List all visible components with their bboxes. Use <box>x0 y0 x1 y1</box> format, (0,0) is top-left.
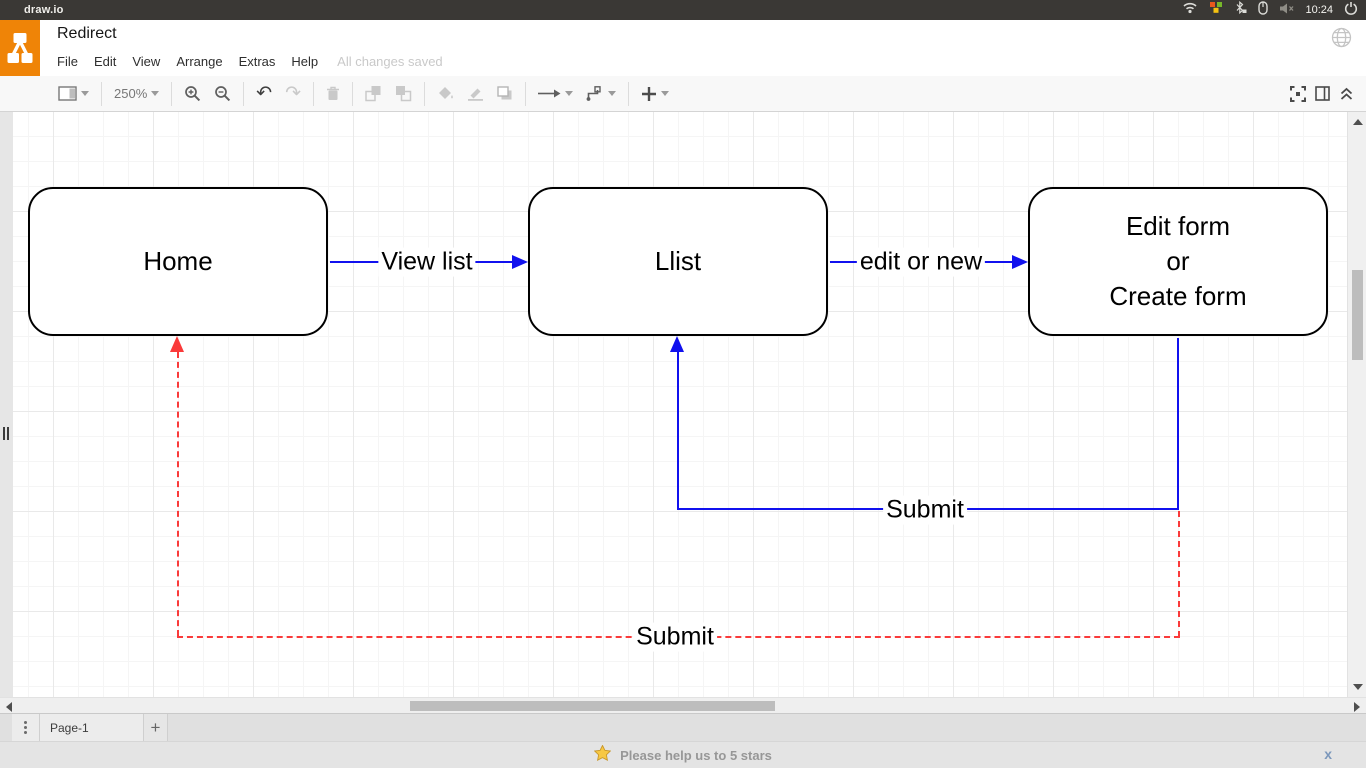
edge-submit-blue[interactable] <box>1177 338 1179 510</box>
panel-resize-grip[interactable] <box>3 427 9 440</box>
vertical-dots-icon <box>24 721 27 734</box>
plus-icon: + <box>150 717 161 737</box>
zoom-in-button[interactable] <box>184 85 201 102</box>
bluetooth-icon[interactable] <box>1234 0 1247 19</box>
node-llist[interactable]: Llist <box>528 187 828 336</box>
connection-style-button[interactable] <box>538 88 574 99</box>
fill-color-button[interactable] <box>437 86 454 101</box>
waypoint-style-button[interactable] <box>586 86 617 101</box>
arrow-style-icon <box>538 89 561 98</box>
page-tab-label: Page-1 <box>50 720 89 735</box>
edge-label-submit-red[interactable]: Submit <box>633 622 717 652</box>
horizontal-scrollbar[interactable] <box>0 697 1366 713</box>
save-status: All changes saved <box>337 54 443 69</box>
horizontal-scrollbar-thumb[interactable] <box>410 701 775 711</box>
menu-arrange[interactable]: Arrange <box>176 54 223 69</box>
layout-icon <box>58 86 77 101</box>
menu-help[interactable]: Help <box>291 54 319 69</box>
volume-muted-icon[interactable] <box>1279 1 1294 19</box>
wifi-icon[interactable] <box>1182 1 1198 19</box>
edge-submit-red[interactable] <box>177 352 179 636</box>
vertical-scrollbar-thumb[interactable] <box>1352 270 1363 360</box>
node-home[interactable]: Home <box>28 187 328 336</box>
banner-close-button[interactable]: x <box>1324 746 1332 762</box>
shapes-panel-collapsed <box>0 112 13 697</box>
toolbar: 250% ↶ ↷ <box>0 76 1366 112</box>
system-tray: 10:24 <box>1182 0 1358 20</box>
star-icon <box>593 743 612 766</box>
shadow-button[interactable] <box>497 86 513 101</box>
app-header: Redirect File Edit View Arrange Extras H… <box>0 20 1366 76</box>
paint-bucket-icon <box>439 87 453 99</box>
page-tabs-bar: Page-1 + <box>0 713 1366 741</box>
document-title[interactable]: Redirect <box>57 25 117 42</box>
add-page-button[interactable]: + <box>144 714 168 741</box>
edge-label-submit-blue[interactable]: Submit <box>883 495 967 525</box>
menu-edit[interactable]: Edit <box>93 54 117 69</box>
vertical-scrollbar[interactable] <box>1347 112 1366 697</box>
to-back-button[interactable] <box>395 85 412 102</box>
scroll-left-icon[interactable] <box>6 702 12 712</box>
chevron-down-icon <box>81 91 89 96</box>
waypoint-icon <box>586 86 601 101</box>
session-power-icon[interactable] <box>1344 1 1358 20</box>
edge-submit-blue[interactable] <box>677 352 679 510</box>
menu-view[interactable]: View <box>132 54 161 69</box>
menu-file[interactable]: File <box>57 54 78 69</box>
pages-menu-button[interactable] <box>12 714 40 741</box>
arrowhead-up-icon <box>670 336 684 352</box>
arrowhead-right-icon <box>1012 255 1028 269</box>
clock[interactable]: 10:24 <box>1305 4 1333 16</box>
line-color-button[interactable] <box>467 86 484 101</box>
scroll-down-icon[interactable] <box>1353 684 1363 690</box>
arrowhead-up-icon <box>170 336 184 352</box>
chevron-down-icon <box>565 91 574 96</box>
language-globe-icon[interactable] <box>1331 27 1352 53</box>
chevron-down-icon <box>661 91 670 96</box>
delete-button[interactable] <box>326 86 340 101</box>
diagram-canvas[interactable]: Home Llist Edit form or Create form View… <box>0 112 1366 713</box>
chevron-down-icon <box>608 91 617 96</box>
view-panels-button[interactable] <box>58 86 89 101</box>
zoom-level-value: 250% <box>114 86 148 101</box>
edge-submit-red[interactable] <box>1178 511 1180 637</box>
undo-button[interactable]: ↶ <box>256 82 273 104</box>
edge-label-view-list[interactable]: View list <box>378 247 476 277</box>
window-title: draw.io <box>24 4 64 16</box>
shadow-icon <box>497 86 512 100</box>
pencil-icon <box>468 88 484 101</box>
menubar: File Edit View Arrange Extras Help All c… <box>57 54 443 69</box>
scroll-up-icon[interactable] <box>1353 119 1363 125</box>
indicator-applet-icon[interactable] <box>1209 1 1223 19</box>
insert-button[interactable] <box>641 86 670 102</box>
node-label: Home <box>143 246 213 276</box>
trash-icon <box>327 86 340 100</box>
node-label: Llist <box>654 246 702 276</box>
drawio-logo <box>0 20 40 76</box>
format-panel-toggle-button[interactable] <box>1315 86 1330 101</box>
edge-label-edit-or-new[interactable]: edit or new <box>856 247 986 277</box>
zoom-out-button[interactable] <box>214 85 231 102</box>
chevron-down-icon <box>151 91 160 96</box>
zoom-level-dropdown[interactable]: 250% <box>114 86 160 101</box>
banner-message[interactable]: Please help us to 5 stars <box>620 747 772 763</box>
os-titlebar: draw.io 10:24 <box>0 0 1366 20</box>
redo-button[interactable]: ↷ <box>285 82 302 104</box>
node-label: Edit form or Create form <box>1109 211 1247 311</box>
fullscreen-button[interactable] <box>1290 85 1306 102</box>
plus-icon <box>642 86 657 101</box>
scroll-right-icon[interactable] <box>1354 702 1360 712</box>
arrowhead-right-icon <box>512 255 528 269</box>
menu-extras[interactable]: Extras <box>238 54 276 69</box>
collapse-toolbar-button[interactable] <box>1339 87 1354 100</box>
to-front-button[interactable] <box>365 85 382 102</box>
mouse-battery-icon[interactable] <box>1258 0 1269 20</box>
tab-page-1[interactable]: Page-1 <box>40 714 144 741</box>
node-edit-or-create-form[interactable]: Edit form or Create form <box>1028 187 1328 336</box>
rating-banner: Please help us to 5 stars x <box>0 741 1366 768</box>
